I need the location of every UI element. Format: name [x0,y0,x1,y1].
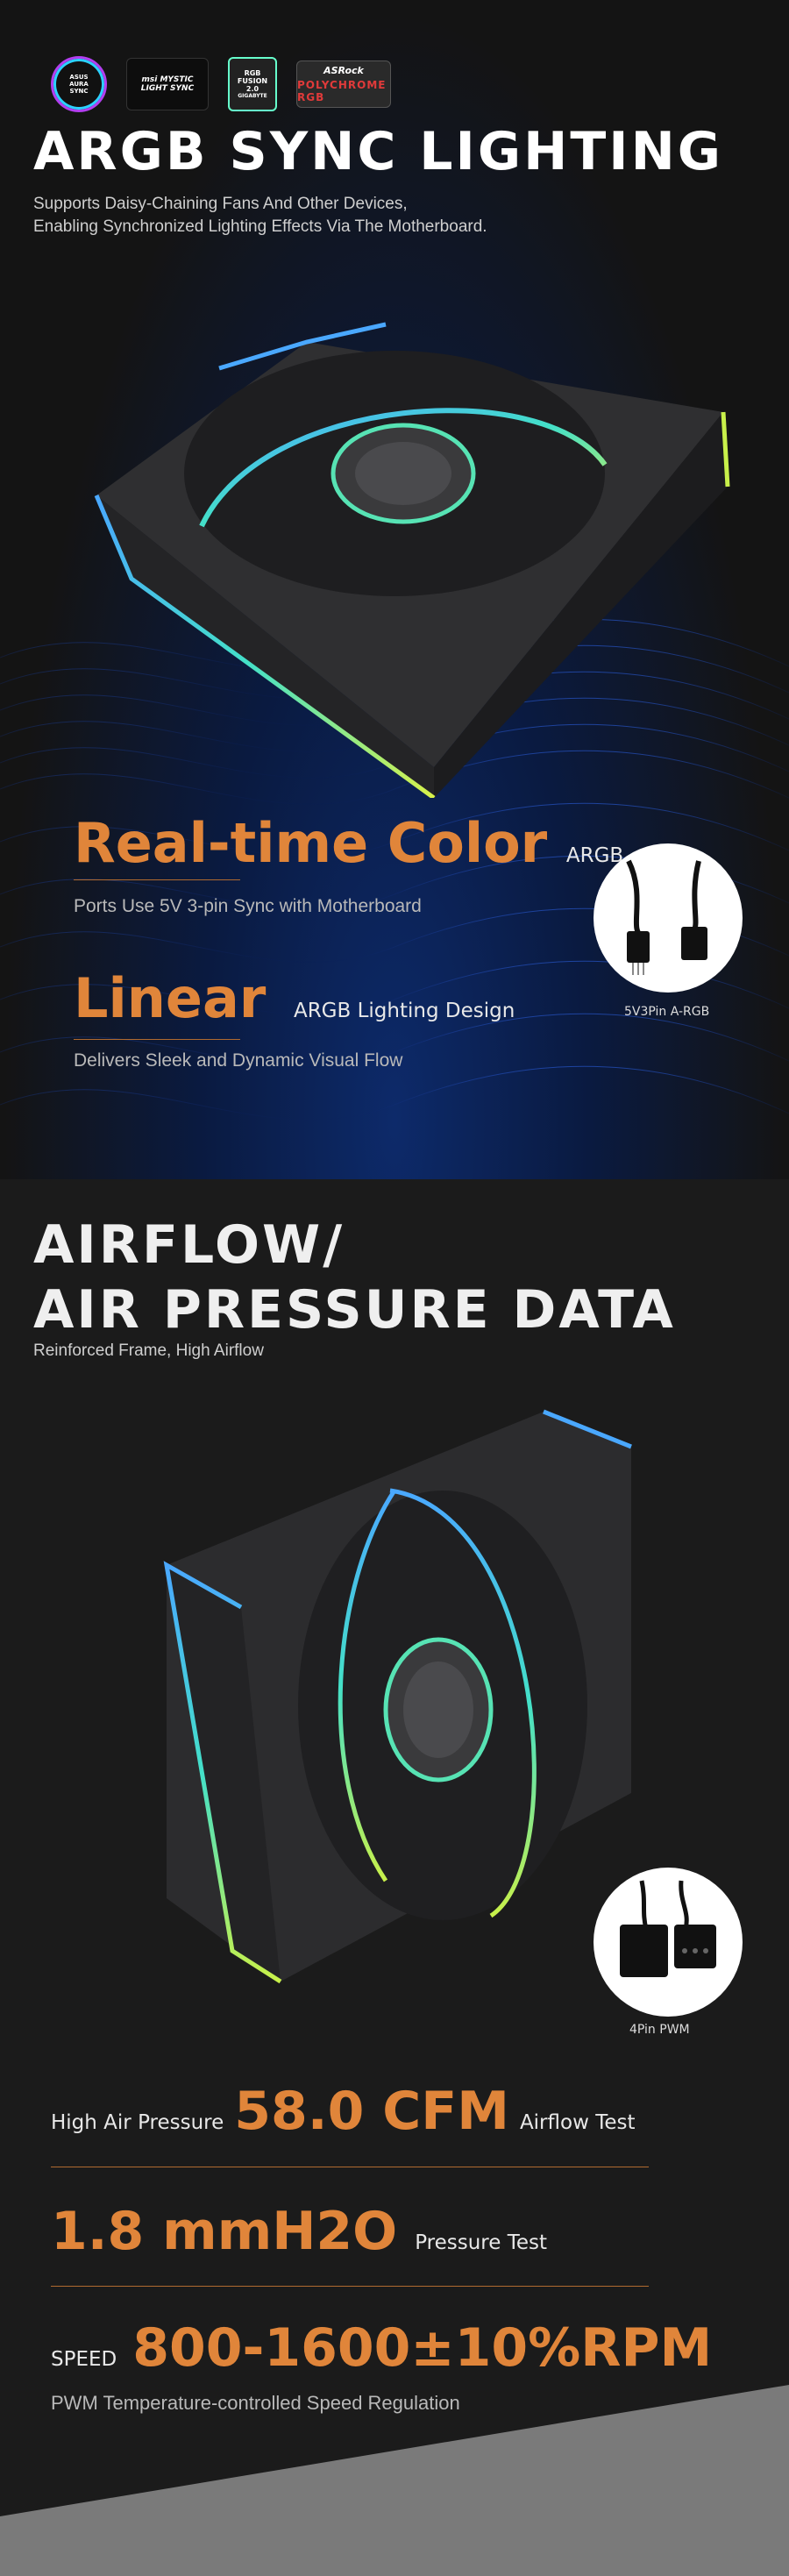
asrock-polychrome-logo: ASRock POLYCHROME RGB [296,60,391,108]
airflow-stat: High Air Pressure 58.0 CFM Airflow Test [51,2081,636,2142]
brand-logos: ASUS AURA SYNC msi MYSTIC LIGHT SYNC RGB… [51,56,391,112]
linear-small-text: ARGB Lighting Design [293,1000,515,1022]
pressure-suffix: Pressure Test [415,2231,548,2254]
msi-mystic-light-logo: msi MYSTIC LIGHT SYNC [126,58,209,110]
argb-title: ARGB SYNC LIGHTING [33,121,724,182]
polychrome-text: POLYCHROME RGB [297,79,387,103]
bottom-decorative-band [0,2385,789,2576]
realtime-description: Ports Use 5V 3-pin Sync with Motherboard [74,896,422,916]
pwm-connector-caption: 4Pin PWM [629,2023,690,2037]
airflow-section: AIRFLOW/ AIR PRESSURE DATA Reinforced Fr… [0,1179,789,2576]
argb-subtitle-line1: Supports Daisy-Chaining Fans And Other D… [33,195,408,213]
asus-aura-logo: ASUS AURA SYNC [51,56,107,112]
argb-section: ASUS AURA SYNC msi MYSTIC LIGHT SYNC RGB… [0,0,789,1179]
pwm-connector-image [594,1868,743,2017]
realtime-small-text: ARGB [565,844,624,867]
argb-subtitle-line2: Enabling Synchronized Lighting Effects V… [33,217,487,236]
speed-stat: SPEED 800-1600±10%RPM [51,2317,712,2379]
argb-connector-caption: 5V3Pin A-RGB [624,1005,710,1019]
linear-big-text: Linear [74,966,267,1030]
linear-heading: Linear ARGB Lighting Design [74,966,515,1030]
realtime-big-text: Real-time Color [74,811,548,875]
airflow-title-line2: AIR PRESSURE DATA [33,1279,676,1341]
linear-description: Delivers Sleek and Dynamic Visual Flow [74,1050,403,1071]
gigabyte-rgb-fusion-logo: RGB FUSION 2.0 GIGABYTE [228,57,277,111]
realtime-color-heading: Real-time Color ARGB [74,811,623,875]
aura-logo-text: ASUS AURA SYNC [69,74,89,95]
airflow-title-line1: AIRFLOW/ [33,1214,345,1276]
msi-logo-text: msi MYSTIC LIGHT SYNC [140,75,195,93]
speed-value: 800-1600±10%RPM [132,2317,713,2379]
argb-connector-image [594,843,743,993]
argb-connector-icon [626,859,707,975]
linear-divider [74,1039,240,1040]
realtime-divider [74,879,240,880]
airflow-suffix: Airflow Test [519,2111,636,2134]
airflow-value: 58.0 CFM [234,2081,509,2142]
asrock-brand-text: ASRock [323,65,364,76]
gigabyte-brand-text: GIGABYTE [238,93,267,99]
speed-prefix: SPEED [51,2348,117,2371]
pressure-value: 1.8 mmH2O [51,2201,398,2262]
pressure-divider [51,2286,649,2287]
fan-top-view-illustration [94,322,730,798]
fan-angled-view-illustration [163,1409,632,1984]
speed-description: PWM Temperature-controlled Speed Regulat… [51,2392,460,2414]
airflow-prefix: High Air Pressure [51,2111,224,2134]
airflow-subtitle: Reinforced Frame, High Airflow [33,1341,264,1360]
pressure-stat: 1.8 mmH2O Pressure Test [51,2201,547,2262]
pwm-connector-icon [620,1880,716,1977]
gigabyte-logo-text: RGB FUSION 2.0 [237,69,268,93]
